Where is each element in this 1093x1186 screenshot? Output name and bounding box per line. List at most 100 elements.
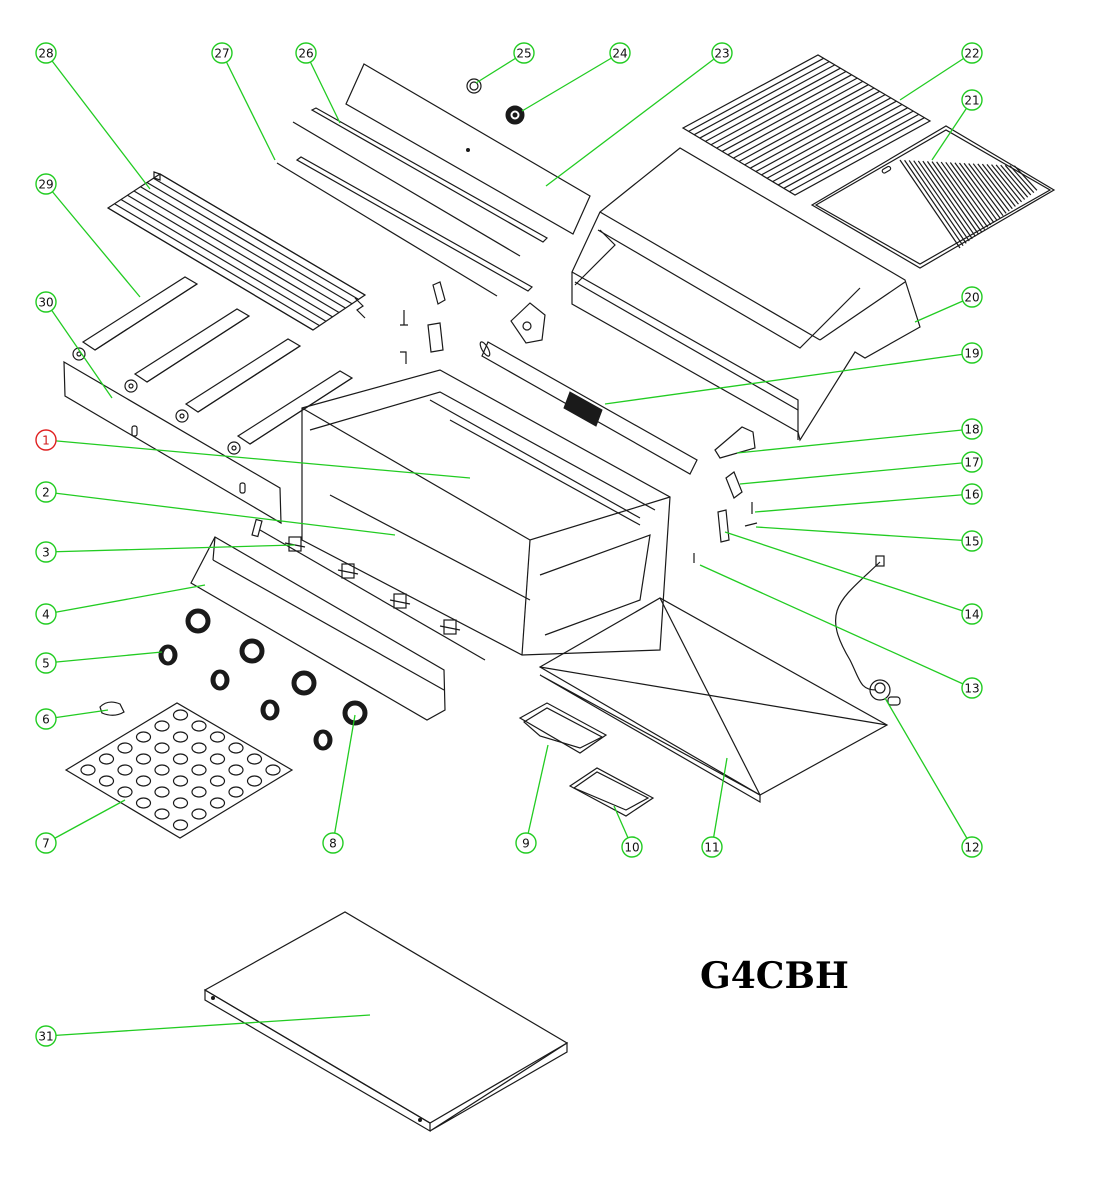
callout-part-14: 14 <box>724 531 983 625</box>
part-number-bubble <box>35 603 57 625</box>
front-panel-drawing <box>63 360 282 525</box>
part-number-label: 31 <box>38 1030 53 1044</box>
callout-part-10: 10 <box>613 805 643 858</box>
tray-cell <box>228 786 244 798</box>
grate-bar <box>716 74 852 149</box>
part-number-label: 19 <box>964 347 979 361</box>
tray-cell <box>135 775 152 787</box>
leader-line <box>699 564 973 689</box>
callout-part-11: 11 <box>701 757 728 858</box>
tray-cell <box>172 819 189 831</box>
griddle-ridge <box>936 161 986 230</box>
callout-part-12: 12 <box>884 697 983 858</box>
part-number-bubble <box>35 541 57 563</box>
part-number-label: 3 <box>42 546 50 560</box>
part-number-label: 24 <box>612 47 627 61</box>
callout-part-21: 21 <box>931 89 983 161</box>
tray-cell <box>135 797 152 809</box>
rack-bar <box>114 203 320 327</box>
leader-line <box>711 757 728 848</box>
grate-bar <box>755 97 892 173</box>
griddle-ridge <box>986 164 1019 205</box>
grate-bar <box>721 77 858 152</box>
part-number-label: 23 <box>714 47 729 61</box>
tray-cell <box>98 753 115 765</box>
griddle-ridge <box>899 159 961 249</box>
part-number-label: 21 <box>964 94 979 108</box>
tray-cell <box>98 775 115 787</box>
grate-bar <box>761 100 897 176</box>
tray-cell <box>135 753 152 765</box>
part-number-bubble <box>35 173 57 195</box>
leader-line <box>45 52 151 190</box>
heat-shield-drawing <box>345 63 591 235</box>
part-number-label: 2 <box>42 486 50 500</box>
part-number-bubble <box>35 1025 57 1047</box>
tray-cell <box>117 786 133 798</box>
part-number-label: 30 <box>38 296 53 310</box>
right-bracket-drawing <box>693 426 758 563</box>
grate-bar <box>727 80 864 156</box>
leader-line <box>45 301 113 399</box>
valve <box>389 593 411 609</box>
part-number-label: 5 <box>42 657 50 671</box>
grate-bar <box>766 103 903 179</box>
part-number-label: 20 <box>964 291 979 305</box>
tray-cell <box>172 753 189 765</box>
warming-rack-drawing <box>106 171 367 331</box>
part-number-bubble <box>35 429 57 451</box>
griddle-ridge <box>954 162 998 221</box>
knob-face <box>317 732 329 748</box>
grease-cups-drawing <box>518 702 655 817</box>
griddle-ridge <box>1000 164 1029 198</box>
bezel-inner <box>189 612 207 630</box>
tray-cell <box>246 753 263 765</box>
rack-bar <box>153 177 359 300</box>
callout-part-17: 17 <box>739 451 983 485</box>
griddle-ridge <box>959 162 1001 219</box>
grate-bar <box>733 84 869 159</box>
part-number-label: 22 <box>964 47 979 61</box>
part-number-label: 7 <box>42 837 50 851</box>
part-number-bubble <box>961 530 983 552</box>
rack-bar <box>107 207 314 331</box>
griddle-ridge <box>945 161 992 226</box>
part-number-bubble <box>961 42 983 64</box>
griddle-ridge <box>1013 165 1038 191</box>
part-number-label: 28 <box>38 47 53 61</box>
burner <box>227 370 354 455</box>
griddle-ridge <box>904 159 964 247</box>
tray-cell <box>228 764 244 776</box>
leader-line <box>724 531 973 615</box>
callout-part-23: 23 <box>545 42 733 187</box>
thermometer-drawing <box>466 78 525 125</box>
tray-cell <box>246 775 263 787</box>
grate-bar <box>688 57 824 132</box>
part-number-bubble <box>961 286 983 308</box>
part-number-bubble <box>961 483 983 505</box>
callout-part-30: 30 <box>35 291 113 399</box>
rack-bar <box>120 198 327 322</box>
part-number-label: 10 <box>624 841 639 855</box>
rods-and-strips-drawing <box>276 107 548 297</box>
tray-cell <box>172 775 189 787</box>
knob-face <box>162 647 174 663</box>
hood-handle-drawing <box>479 341 698 475</box>
tray-cell <box>154 786 170 798</box>
bezel-inner <box>243 642 261 660</box>
tray-cell <box>154 764 170 776</box>
burner <box>72 276 199 361</box>
part-number-bubble <box>35 42 57 64</box>
callout-part-22: 22 <box>899 42 983 101</box>
part-number-bubble <box>35 291 57 313</box>
part-number-bubble <box>961 418 983 440</box>
briquette-tray-drawing <box>64 702 294 839</box>
grate-bar <box>772 107 908 183</box>
callout-part-20: 20 <box>914 286 983 323</box>
callout-part-5: 5 <box>35 651 163 674</box>
tray-cell <box>209 797 226 809</box>
valve <box>337 563 359 579</box>
callout-part-29: 29 <box>35 173 141 298</box>
part-number-bubble <box>961 603 983 625</box>
